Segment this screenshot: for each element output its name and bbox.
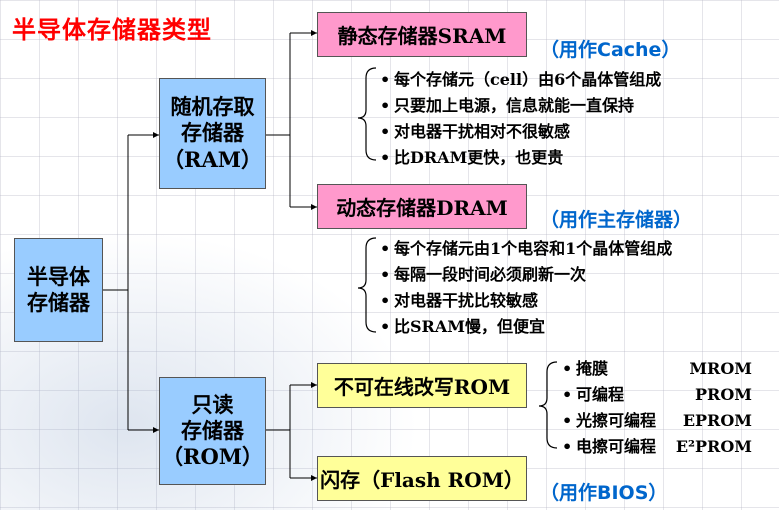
sram-bullets: •每个存储元（cell）由6个晶体管组成 •只要加上电源，信息就能一直保持 •对… [380, 67, 661, 171]
dram-note: （用作主存储器） [540, 209, 693, 231]
flash-label: 闪存（Flash ROM） [320, 468, 524, 492]
list-item: •比SRAM慢，但便宜 [380, 317, 545, 336]
mask-rom-node: 不可在线改写ROM [317, 363, 527, 408]
list-item: •对电器干扰相对不很敏感 [380, 122, 571, 141]
page-title: 半导体存储器类型 [12, 15, 212, 44]
list-item: •比DRAM更快，也更贵 [380, 148, 564, 167]
dram-node: 动态存储器DRAM [317, 184, 527, 229]
list-item: •只要加上电源，信息就能一直保持 [380, 96, 635, 115]
sram-node: 静态存储器SRAM [317, 12, 527, 57]
list-item: •每个存储元（cell）由6个晶体管组成 [380, 70, 662, 89]
root-line1: 半导体 [27, 263, 90, 289]
root-node: 半导体 存储器 [14, 238, 103, 342]
flash-note: （用作BIOS） [540, 482, 668, 504]
root-line2: 存储器 [27, 290, 90, 315]
ram-line3: （RAM） [163, 146, 262, 172]
list-item: •每隔一段时间必须刷新一次 [380, 265, 587, 284]
ram-line1: 随机存取 [170, 94, 255, 120]
list-item: •每个存储元由1个电容和1个晶体管组成 [380, 239, 673, 258]
ram-line2: 存储器 [181, 120, 244, 146]
dram-label: 动态存储器DRAM [336, 196, 508, 220]
rom-line3: （ROM） [162, 444, 263, 470]
flash-node: 闪存（Flash ROM） [317, 456, 527, 501]
mask-rom-label: 不可在线改写ROM [333, 375, 511, 399]
ram-node: 随机存取 存储器 （RAM） [159, 78, 266, 189]
list-item: •对电器干扰比较敏感 [380, 291, 539, 310]
rom-node: 只读 存储器 （ROM） [159, 377, 266, 485]
dram-bullets: •每个存储元由1个电容和1个晶体管组成 •每隔一段时间必须刷新一次 •对电器干扰… [380, 236, 672, 340]
rom-line2: 存储器 [181, 417, 244, 443]
sram-note: （用作Cache） [540, 39, 681, 61]
rom-line1: 只读 [191, 391, 234, 417]
sram-label: 静态存储器SRAM [337, 24, 507, 48]
